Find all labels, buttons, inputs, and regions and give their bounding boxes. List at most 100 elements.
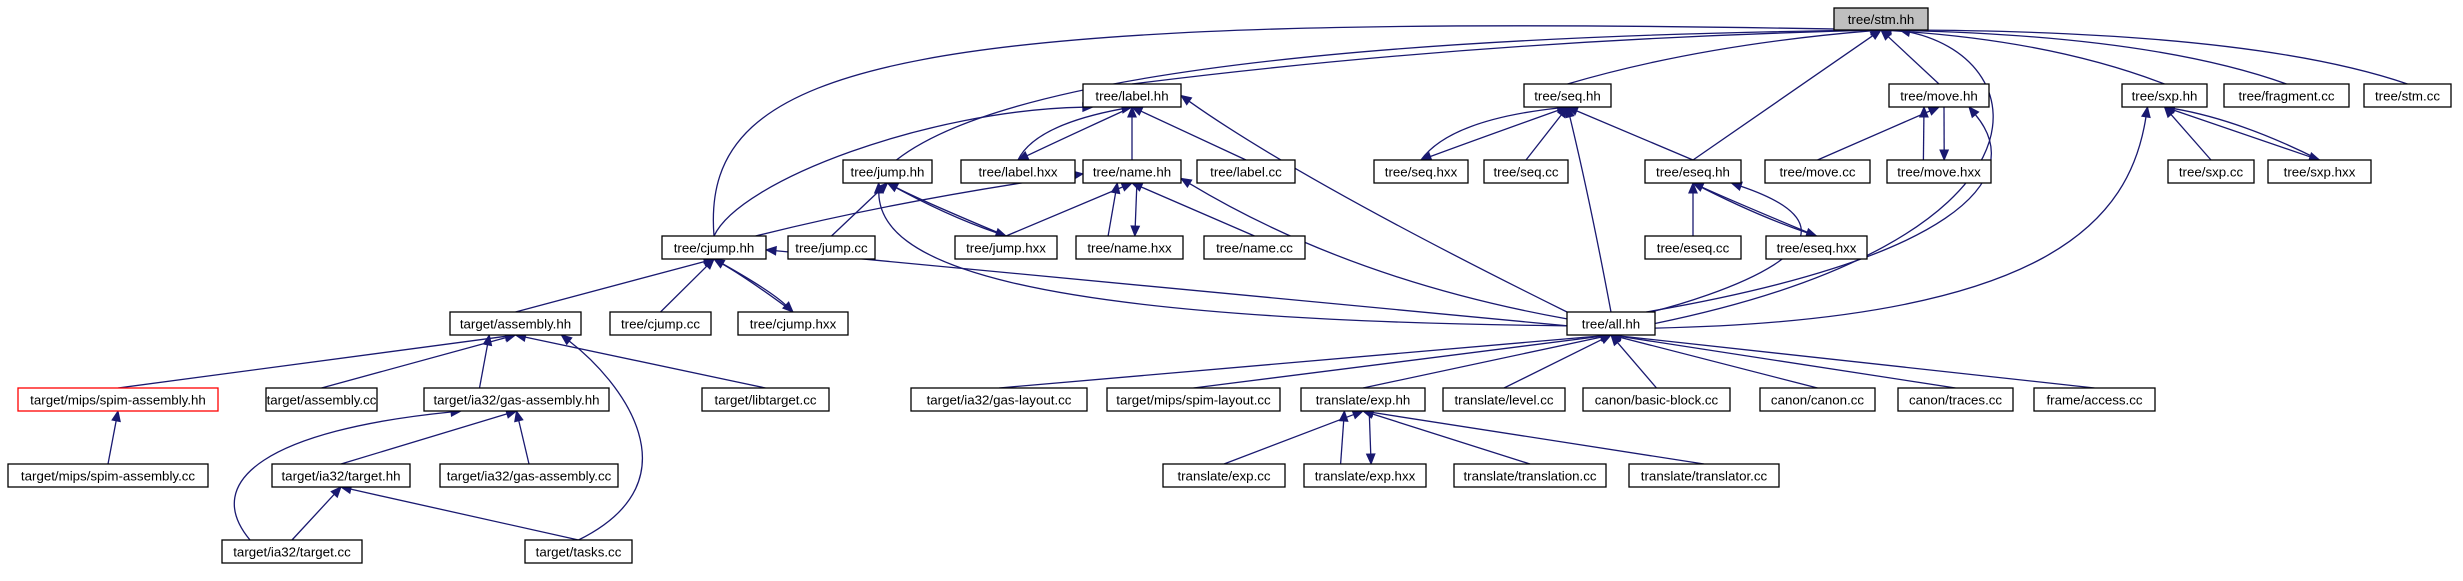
node-box[interactable] <box>2223 83 2350 108</box>
node-box[interactable] <box>1886 159 1992 184</box>
node-libtarget-cc[interactable]: target/libtarget.cc <box>701 387 830 412</box>
node-box[interactable] <box>1300 387 1426 412</box>
node-sxp-hh[interactable]: tree/sxp.hh <box>2121 83 2208 108</box>
node-all-hh[interactable]: tree/all.hh <box>1566 311 1656 336</box>
node-box[interactable] <box>1196 159 1296 184</box>
node-box[interactable] <box>1483 159 1569 184</box>
node-seq-hxx[interactable]: tree/seq.hxx <box>1373 159 1469 184</box>
node-cjump-cc[interactable]: tree/cjump.cc <box>609 311 712 336</box>
node-box[interactable] <box>2033 387 2156 412</box>
node-translation-cc[interactable]: translate/translation.cc <box>1453 463 1607 488</box>
node-box[interactable] <box>221 539 363 564</box>
node-box[interactable] <box>1764 159 1871 184</box>
node-assembly-cc[interactable]: target/assembly.cc <box>265 387 378 412</box>
node-exp-hxx[interactable]: translate/exp.hxx <box>1303 463 1427 488</box>
node-box[interactable] <box>737 311 849 336</box>
node-sxp-cc[interactable]: tree/sxp.cc <box>2167 159 2255 184</box>
node-box[interactable] <box>1628 463 1780 488</box>
node-box[interactable] <box>1203 235 1306 260</box>
node-box[interactable] <box>1566 311 1656 336</box>
node-box[interactable] <box>960 159 1076 184</box>
node-box[interactable] <box>842 159 933 184</box>
node-gas-assembly-cc[interactable]: target/ia32/gas-assembly.cc <box>439 463 619 488</box>
node-spim-assembly-cc[interactable]: target/mips/spim-assembly.cc <box>7 463 209 488</box>
node-box[interactable] <box>2167 159 2255 184</box>
node-gas-layout-cc[interactable]: target/ia32/gas-layout.cc <box>910 387 1088 412</box>
node-move-hh[interactable]: tree/move.hh <box>1888 83 1990 108</box>
node-cjump-hxx[interactable]: tree/cjump.hxx <box>737 311 849 336</box>
node-label-cc[interactable]: tree/label.cc <box>1196 159 1296 184</box>
node-translator-cc[interactable]: translate/translator.cc <box>1628 463 1780 488</box>
node-box[interactable] <box>439 463 619 488</box>
node-name-cc[interactable]: tree/name.cc <box>1203 235 1306 260</box>
node-box[interactable] <box>701 387 830 412</box>
node-box[interactable] <box>1888 83 1990 108</box>
node-name-hxx[interactable]: tree/name.hxx <box>1075 235 1184 260</box>
node-box[interactable] <box>2267 159 2372 184</box>
node-gas-assembly-hh[interactable]: target/ia32/gas-assembly.hh <box>423 387 610 412</box>
node-box[interactable] <box>1453 463 1607 488</box>
node-sxp-hxx[interactable]: tree/sxp.hxx <box>2267 159 2372 184</box>
node-spim-assembly-hh[interactable]: target/mips/spim-assembly.hh <box>17 387 219 412</box>
node-box[interactable] <box>910 387 1088 412</box>
node-box[interactable] <box>2363 83 2452 108</box>
node-label-hxx[interactable]: tree/label.hxx <box>960 159 1076 184</box>
node-box[interactable] <box>1582 387 1731 412</box>
node-box[interactable] <box>265 387 378 412</box>
node-ia32-target-cc[interactable]: target/ia32/target.cc <box>221 539 363 564</box>
node-move-cc[interactable]: tree/move.cc <box>1764 159 1871 184</box>
node-box[interactable] <box>1303 463 1427 488</box>
node-cjump-hh[interactable]: tree/cjump.hh <box>661 235 767 260</box>
node-box[interactable] <box>2121 83 2208 108</box>
node-box[interactable] <box>7 463 209 488</box>
node-box[interactable] <box>1082 83 1182 108</box>
node-move-hxx[interactable]: tree/move.hxx <box>1886 159 1992 184</box>
node-box[interactable] <box>423 387 610 412</box>
node-box[interactable] <box>954 235 1058 260</box>
node-access-cc[interactable]: frame/access.cc <box>2033 387 2156 412</box>
node-box[interactable] <box>661 235 767 260</box>
node-tasks-cc[interactable]: target/tasks.cc <box>524 539 633 564</box>
node-box[interactable] <box>1644 159 1742 184</box>
node-label-hh[interactable]: tree/label.hh <box>1082 83 1182 108</box>
node-stm-cc[interactable]: tree/stm.cc <box>2363 83 2452 108</box>
node-fragment-cc[interactable]: tree/fragment.cc <box>2223 83 2350 108</box>
node-box[interactable] <box>1897 387 2014 412</box>
node-seq-hh[interactable]: tree/seq.hh <box>1523 83 1612 108</box>
node-exp-cc[interactable]: translate/exp.cc <box>1162 463 1286 488</box>
node-basic-block-cc[interactable]: canon/basic-block.cc <box>1582 387 1731 412</box>
node-box[interactable] <box>524 539 633 564</box>
node-eseq-hh[interactable]: tree/eseq.hh <box>1644 159 1742 184</box>
node-assembly-hh[interactable]: target/assembly.hh <box>449 311 582 336</box>
node-box[interactable] <box>271 463 411 488</box>
node-box[interactable] <box>1442 387 1566 412</box>
node-box[interactable] <box>1523 83 1612 108</box>
node-seq-cc[interactable]: tree/seq.cc <box>1483 159 1569 184</box>
node-box[interactable] <box>449 311 582 336</box>
node-box[interactable] <box>609 311 712 336</box>
node-box[interactable] <box>1833 7 1929 31</box>
node-jump-hh[interactable]: tree/jump.hh <box>842 159 933 184</box>
node-ia32-target-hh[interactable]: target/ia32/target.hh <box>271 463 411 488</box>
node-name-hh[interactable]: tree/name.hh <box>1082 159 1182 184</box>
node-box[interactable] <box>1162 463 1286 488</box>
node-eseq-cc[interactable]: tree/eseq.cc <box>1644 235 1742 260</box>
node-jump-hxx[interactable]: tree/jump.hxx <box>954 235 1058 260</box>
node-box[interactable] <box>1373 159 1469 184</box>
node-box[interactable] <box>1765 235 1868 260</box>
node-canon-cc[interactable]: canon/canon.cc <box>1759 387 1876 412</box>
node-box[interactable] <box>1106 387 1281 412</box>
node-box[interactable] <box>17 387 219 412</box>
node-traces-cc[interactable]: canon/traces.cc <box>1897 387 2014 412</box>
node-spim-layout-cc[interactable]: target/mips/spim-layout.cc <box>1106 387 1281 412</box>
node-box[interactable] <box>1075 235 1184 260</box>
node-box[interactable] <box>1644 235 1742 260</box>
node-box[interactable] <box>787 235 876 260</box>
node-stm-hh[interactable]: tree/stm.hh <box>1833 7 1929 31</box>
node-level-cc[interactable]: translate/level.cc <box>1442 387 1566 412</box>
node-box[interactable] <box>1759 387 1876 412</box>
node-box[interactable] <box>1082 159 1182 184</box>
node-jump-cc[interactable]: tree/jump.cc <box>787 235 876 260</box>
node-eseq-hxx[interactable]: tree/eseq.hxx <box>1765 235 1868 260</box>
node-exp-hh[interactable]: translate/exp.hh <box>1300 387 1426 412</box>
